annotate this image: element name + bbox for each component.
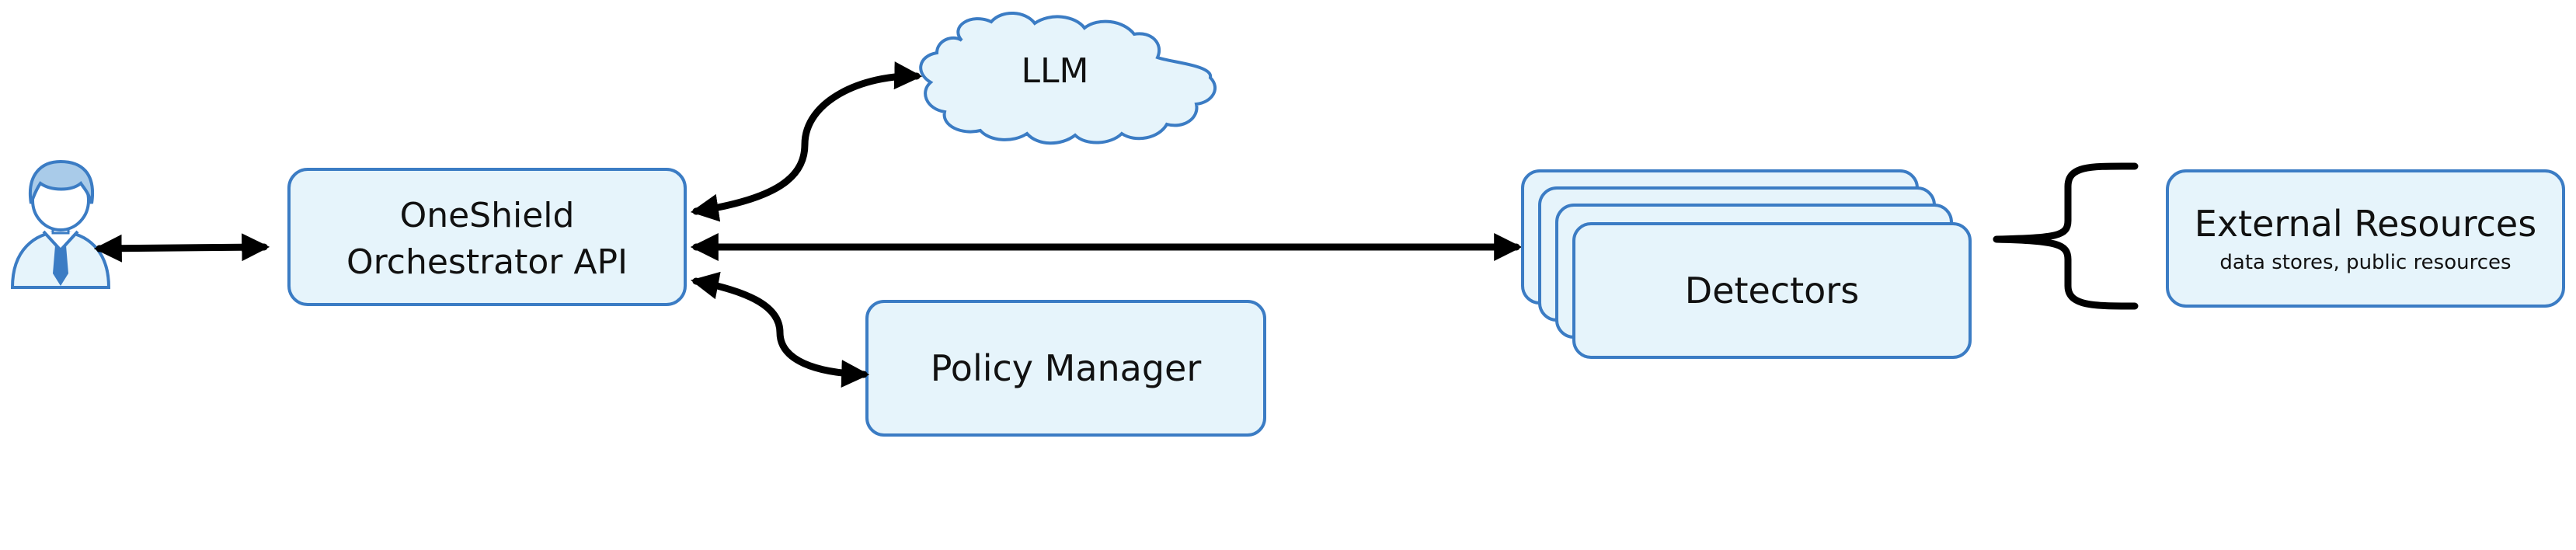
curly-brace — [1993, 162, 2139, 310]
llm-cloud: LLM — [919, 11, 1217, 145]
orchestrator-box: OneShield Orchestrator API — [287, 168, 687, 306]
arrow-orchestrator-policy — [690, 271, 870, 388]
policy-manager-box: Policy Manager — [865, 300, 1266, 437]
arrow-orchestrator-llm — [690, 61, 923, 222]
policy-manager-label: Policy Manager — [931, 347, 1202, 389]
user-person-icon — [10, 159, 111, 289]
external-resources-box: External Resources data stores, public r… — [2166, 169, 2565, 308]
cloud-icon — [919, 11, 1217, 145]
external-resources-subtitle: data stores, public resources — [2219, 251, 2511, 274]
orchestrator-label-line1: OneShield — [400, 196, 575, 235]
orchestrator-label-line2: Orchestrator API — [346, 242, 628, 282]
external-resources-title: External Resources — [2195, 203, 2536, 245]
detectors-label: Detectors — [1685, 270, 1859, 312]
detectors-stack: Detectors — [1521, 169, 1972, 359]
llm-label: LLM — [1022, 51, 1089, 91]
arrow-user-orchestrator — [93, 233, 270, 263]
